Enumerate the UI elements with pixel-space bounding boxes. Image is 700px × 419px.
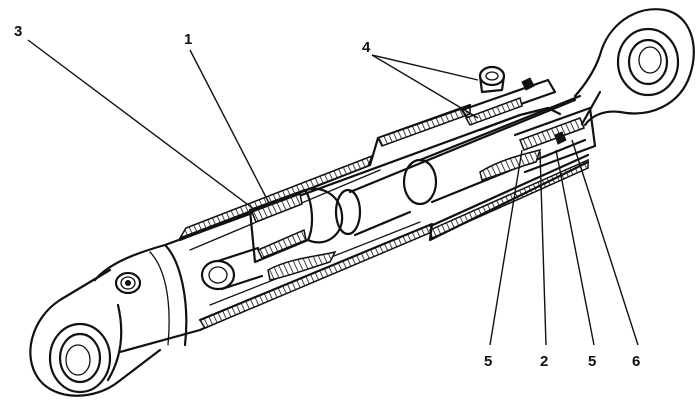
callout-1: 1	[184, 31, 192, 48]
leader-3	[27, 39, 256, 211]
callout-labels: 3 1 4 5 2 5 6	[14, 23, 640, 370]
leader-4a	[371, 54, 479, 81]
callout-4: 4	[362, 39, 371, 56]
leader-lines	[27, 39, 639, 346]
cutaway-section	[178, 94, 590, 329]
cylinder-barrel	[93, 106, 590, 354]
callout-5-left: 5	[484, 353, 492, 370]
gland-head	[460, 65, 597, 174]
leader-5a	[489, 149, 523, 346]
bleed-screw-icon	[478, 65, 506, 94]
leader-6	[571, 139, 639, 346]
callout-2: 2	[540, 353, 548, 370]
callout-3: 3	[14, 23, 22, 40]
leader-5b	[555, 149, 595, 346]
cylinder-end-eye	[29, 268, 162, 397]
callout-6: 6	[632, 353, 640, 370]
callout-5-right: 5	[588, 353, 596, 370]
leader-4b	[371, 54, 479, 119]
rod-end-eye	[573, 8, 695, 127]
leader-1	[189, 49, 271, 206]
leader-2	[539, 151, 547, 346]
grease-fitting-icon	[114, 271, 142, 295]
